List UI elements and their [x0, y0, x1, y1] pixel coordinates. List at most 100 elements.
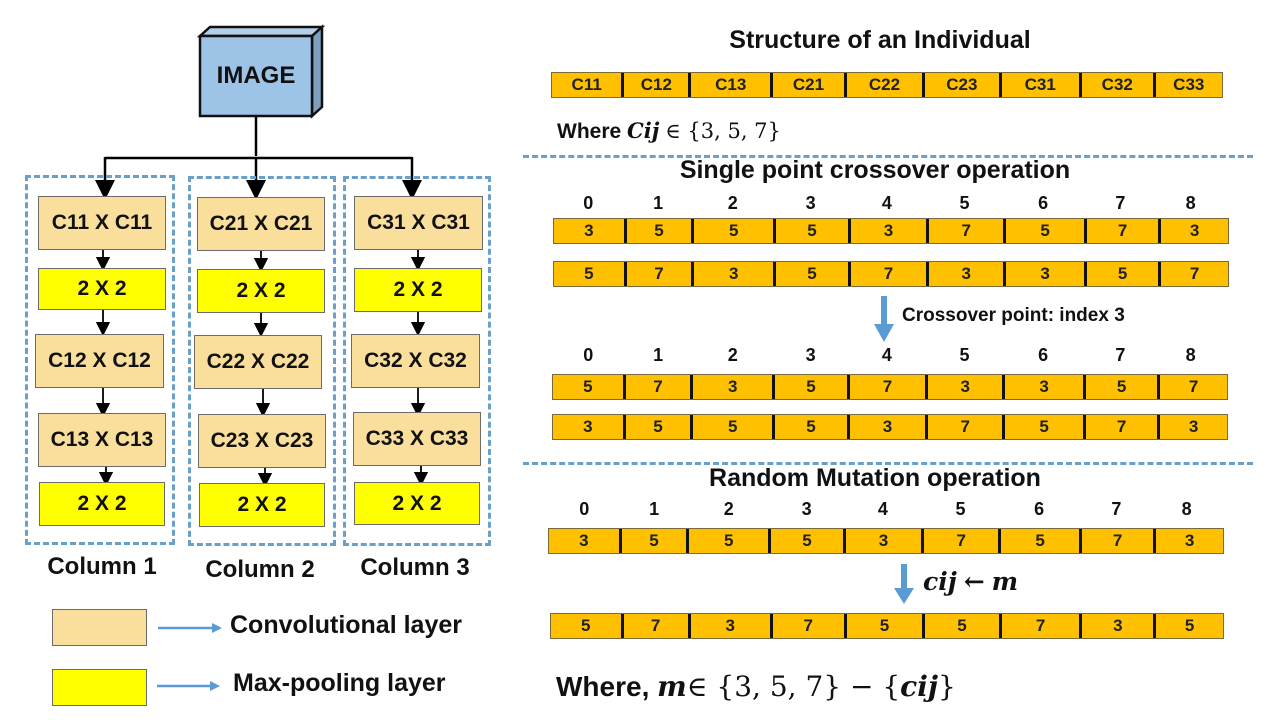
gene-cell: 5 — [775, 415, 850, 439]
mutation-rule: cij ← m — [923, 567, 1018, 597]
index-label: 5 — [959, 345, 970, 365]
gene-cell: 3 — [846, 529, 925, 553]
mutation-arrow-symbol: ← — [963, 567, 985, 596]
gene-cell: 5 — [554, 262, 627, 286]
pool-layer: 2 X 2 — [38, 268, 166, 310]
gene-cell: 5 — [689, 529, 772, 553]
pool-layer: 2 X 2 — [354, 268, 482, 312]
gene-cell: 5 — [1087, 262, 1162, 286]
conv-layer: C32 X C32 — [351, 334, 480, 388]
index-label: 0 — [579, 499, 590, 519]
where-set: ∈ {3, 5, 7} — [665, 119, 781, 143]
gene-cell: 5 — [1001, 529, 1083, 553]
gene-cell: 3 — [1082, 614, 1157, 638]
legend-label-conv: Convolutional layer — [230, 611, 462, 639]
gene-cell: 3 — [693, 375, 776, 399]
gene-cell: 3 — [928, 375, 1006, 399]
gene-cell: 5 — [627, 219, 695, 243]
gene-cell: C31 — [1002, 73, 1082, 97]
index-label: 3 — [805, 193, 816, 213]
mutation-where-set: ∈ {3, 5, 7} − { — [686, 670, 901, 703]
gene-cell: 7 — [1082, 529, 1157, 553]
index-label: 3 — [805, 345, 816, 365]
index-label: 6 — [1038, 193, 1049, 213]
gene-cell: 3 — [1005, 375, 1087, 399]
index-label: 3 — [801, 499, 812, 519]
gene-cell: 3 — [1184, 531, 1195, 550]
mutation-where-var: m — [657, 670, 687, 703]
index-label: 2 — [727, 193, 738, 213]
index-label: 4 — [881, 345, 892, 365]
index-label: 4 — [881, 193, 892, 213]
section-divider — [523, 462, 1253, 465]
conv-layer: C21 X C21 — [197, 197, 325, 251]
gene-cell: C13 — [691, 73, 774, 97]
gene-cell: 5 — [925, 614, 1002, 638]
gene-cell: 7 — [929, 219, 1007, 243]
structure-where: Where Cij ∈ {3, 5, 7} — [557, 118, 781, 144]
gene-cell: 7 — [1087, 219, 1162, 243]
index-label: 5 — [955, 499, 966, 519]
column-3-title: Column 3 — [360, 554, 470, 581]
gene-cell: 7 — [1002, 614, 1083, 638]
column-2-title: Column 2 — [205, 556, 315, 583]
index-label: 7 — [1111, 499, 1122, 519]
mutation-arrow-icon — [894, 564, 914, 604]
index-label: 1 — [653, 345, 664, 365]
gene-cell: 3 — [1189, 221, 1200, 240]
gene-cell: C21 — [773, 73, 847, 97]
gene-cell: 5 — [693, 415, 776, 439]
legend-label-pool: Max-pooling layer — [233, 669, 446, 697]
conv-layer: C11 X C11 — [38, 196, 166, 250]
index-label: 0 — [583, 345, 594, 365]
index-label: 5 — [959, 193, 970, 213]
gene-cell: 3 — [1006, 262, 1088, 286]
pool-layer: 2 X 2 — [39, 482, 165, 526]
gene-cell: 7 — [773, 614, 847, 638]
pool-layer: 2 X 2 — [354, 482, 480, 525]
gene-cell: 3 — [553, 415, 626, 439]
pool-layer: 2 X 2 — [197, 269, 325, 313]
section-divider — [523, 155, 1253, 158]
gene-cell: 7 — [1189, 264, 1200, 283]
gene-cell: 3 — [851, 219, 930, 243]
gene-cell: 5 — [694, 219, 777, 243]
index-label: 6 — [1034, 499, 1045, 519]
mutation-where: Where, m∈ {3, 5, 7} − {cij} — [556, 670, 956, 703]
gene-cell: 7 — [851, 262, 930, 286]
where-var: Cij — [627, 118, 660, 143]
gene-cell: 7 — [627, 262, 695, 286]
gene-cell: 5 — [622, 529, 690, 553]
index-label: 2 — [723, 499, 734, 519]
gene-cell: 5 — [1006, 219, 1088, 243]
gene-cell: 5 — [847, 614, 926, 638]
gene-cell: 5 — [775, 375, 850, 399]
crossover-title: Single point crossover operation — [679, 156, 1071, 184]
gene-cell: 5 — [1005, 415, 1087, 439]
image-label: IMAGE — [216, 62, 296, 89]
column-1-title: Column 1 — [47, 553, 157, 580]
column-3-box — [343, 176, 491, 546]
gene-cell: C11 — [552, 73, 625, 97]
index-label: 0 — [583, 193, 594, 213]
gene-cell: C23 — [925, 73, 1002, 97]
conv-layer: C22 X C22 — [194, 335, 322, 389]
column-1-box — [25, 175, 175, 545]
conv-layer: C33 X C33 — [353, 412, 481, 466]
legend-swatch-conv — [52, 609, 147, 646]
gene-cell: C32 — [1082, 73, 1156, 97]
index-label: 4 — [877, 499, 888, 519]
pool-layer: 2 X 2 — [199, 483, 325, 527]
where-text: Where — [557, 120, 622, 143]
gene-cell: 7 — [850, 375, 929, 399]
crossover-point-label: Crossover point: index 3 — [902, 305, 1125, 326]
index-label: 2 — [727, 345, 738, 365]
mutation-var: cij — [923, 567, 957, 596]
gene-cell: 5 — [776, 262, 851, 286]
gene-cell: 3 — [694, 262, 777, 286]
